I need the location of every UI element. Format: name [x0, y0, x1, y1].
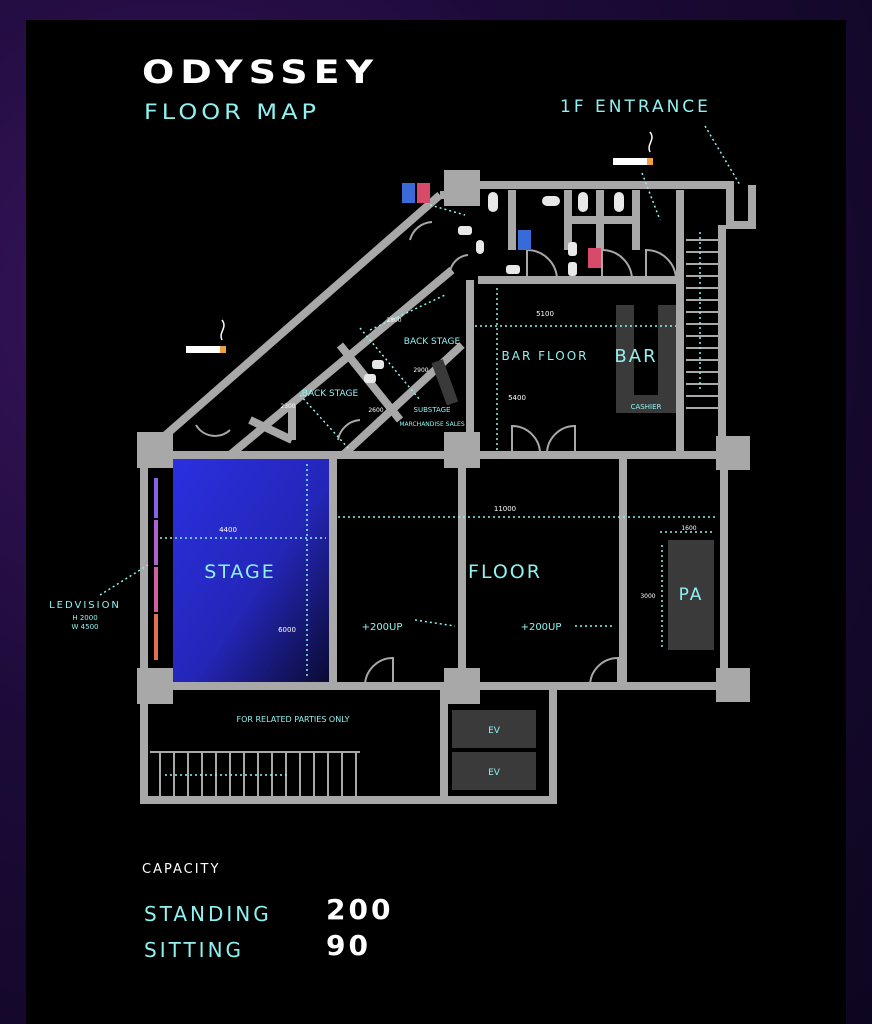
floor-width-label: 11000 — [494, 505, 516, 513]
doors — [195, 221, 677, 687]
restroom-fixtures — [364, 192, 624, 383]
back-stage-label: BACK STAGE — [404, 337, 461, 347]
cashier-label: CASHIER — [631, 403, 662, 411]
smoking-icon — [186, 319, 226, 353]
pa-booth — [668, 540, 714, 650]
stage-label: STAGE — [204, 561, 276, 583]
stage-depth-label: 6000 — [278, 626, 296, 634]
male-restroom-icon — [518, 230, 531, 250]
ev-label: EV — [488, 768, 501, 778]
restroom-signs — [402, 183, 601, 268]
related-parties-label: FOR RELATED PARTIES ONLY — [237, 715, 350, 724]
ledvision-width: W 4500 — [72, 623, 99, 631]
stage-width-label: 4400 — [219, 526, 237, 534]
ev-label: EV — [488, 726, 501, 736]
pa-width-label: 1600 — [681, 525, 696, 532]
substage-ramp — [431, 359, 459, 406]
page-title: ODYSSEY — [142, 53, 380, 91]
bar-depth-label: 5400 — [508, 394, 526, 402]
substage-label: SUBSTAGE — [414, 406, 451, 414]
floor-raise-label: +200UP — [362, 622, 403, 633]
backstage-dim-a: 2800 — [386, 317, 401, 324]
female-restroom-icon — [417, 183, 430, 203]
stage-area — [173, 458, 329, 686]
entrance-label: 1F ENTRANCE — [560, 97, 711, 117]
merchandise-label: MARCHANDISE SALES — [399, 421, 465, 428]
stairs-upper — [686, 239, 720, 409]
floor-label: FLOOR — [468, 561, 542, 583]
backstage-dim-c: 2600 — [368, 407, 383, 414]
page-subtitle: FLOOR MAP — [144, 99, 321, 125]
measurements — [99, 125, 741, 776]
sitting-label: SITTING — [144, 938, 245, 962]
walls — [140, 181, 756, 804]
back-stage-label: BACK STAGE — [302, 389, 359, 399]
capacity-label: CAPACITY — [142, 862, 221, 877]
ledvision-height: H 2000 — [72, 614, 97, 622]
bar-counter — [616, 305, 676, 413]
led-vision-strip — [154, 478, 158, 660]
male-restroom-icon — [402, 183, 415, 203]
bar-width-label: 5100 — [536, 310, 554, 318]
standing-label: STANDING — [144, 902, 272, 926]
bar-floor-label: BAR FLOOR — [502, 349, 589, 363]
smoking-icon — [613, 131, 653, 165]
pa-label: PA — [679, 585, 704, 605]
standing-value: 200 — [326, 893, 394, 926]
ledvision-label: LEDVISION — [49, 600, 121, 611]
pillars — [137, 170, 750, 704]
female-restroom-icon — [588, 248, 601, 268]
floor-raise-label: +200UP — [521, 622, 562, 633]
sitting-value: 90 — [326, 929, 371, 962]
elevator-1 — [452, 710, 536, 748]
elevator-2 — [452, 752, 536, 790]
backstage-dim-b: 2900 — [413, 367, 428, 374]
backstage-dim-d: 2300 — [280, 403, 295, 410]
pa-depth-label: 3000 — [640, 593, 655, 600]
bar-label: BAR — [614, 346, 657, 367]
stairs-lower — [150, 751, 360, 796]
